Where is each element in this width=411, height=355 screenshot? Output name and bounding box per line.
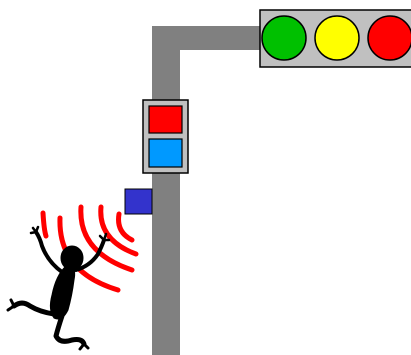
figure-left-foot [6,298,16,312]
figure-right-leg [53,313,87,347]
figure-left-arm [34,230,64,274]
figure-left-hand [29,225,40,235]
pole-arm [152,26,264,50]
yellow-lamp-icon [314,15,360,61]
figure-right-arm [74,238,106,272]
red-lamp-icon [367,15,411,61]
pedestrian-traffic-light [142,99,189,174]
signal-wave [78,204,135,273]
pedestrian-red-lamp-icon [148,105,183,134]
figure-right-foot [78,342,90,351]
dancing-stick-figure-icon [6,225,111,351]
signal-wave [116,211,135,243]
signal-wave [40,210,49,239]
green-lamp-icon [261,15,307,61]
pole-vertical [152,26,180,355]
figure-left-leg [11,300,57,317]
figure-right-hand [98,232,111,242]
signal-waves-inner-icon [40,210,49,239]
pedestrian-blue-lamp-icon [148,138,183,168]
sensor-box-icon [124,188,153,215]
signal-wave [98,204,139,257]
vehicle-traffic-light [259,9,411,68]
signal-pole [152,26,264,355]
